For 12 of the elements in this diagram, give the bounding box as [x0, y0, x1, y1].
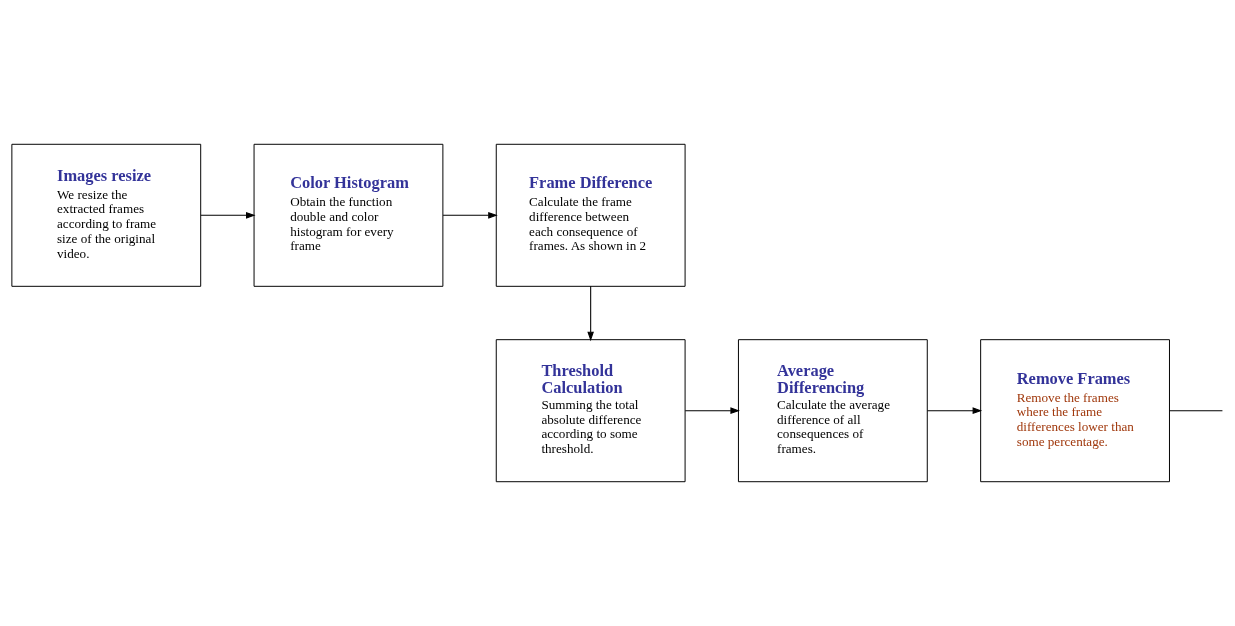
node-box: Frame Difference Calculate the frame difference between each consequence of frames. As shown in 2 — [495, 143, 686, 287]
arrow — [926, 407, 983, 415]
arrow — [442, 211, 498, 219]
node-box: Remove Frames Remove the frames where the frame differences lower than some percentage. — [980, 339, 1170, 483]
arrow — [200, 211, 256, 219]
node-box: Images resize We resize the extracted frames according to frame size of the original video. — [11, 143, 202, 287]
arrow — [684, 407, 740, 415]
node-box: Threshold Calculation Summing the total absolute difference according to some threshold. — [495, 339, 686, 483]
node-box: Color Histogram Obtain the function double and color histogram for every frame — [253, 143, 444, 287]
connector — [1169, 410, 1223, 412]
arrow — [587, 285, 594, 342]
node-box: Average Differencing Calculate the average difference of all consequences of frames. — [737, 339, 928, 483]
